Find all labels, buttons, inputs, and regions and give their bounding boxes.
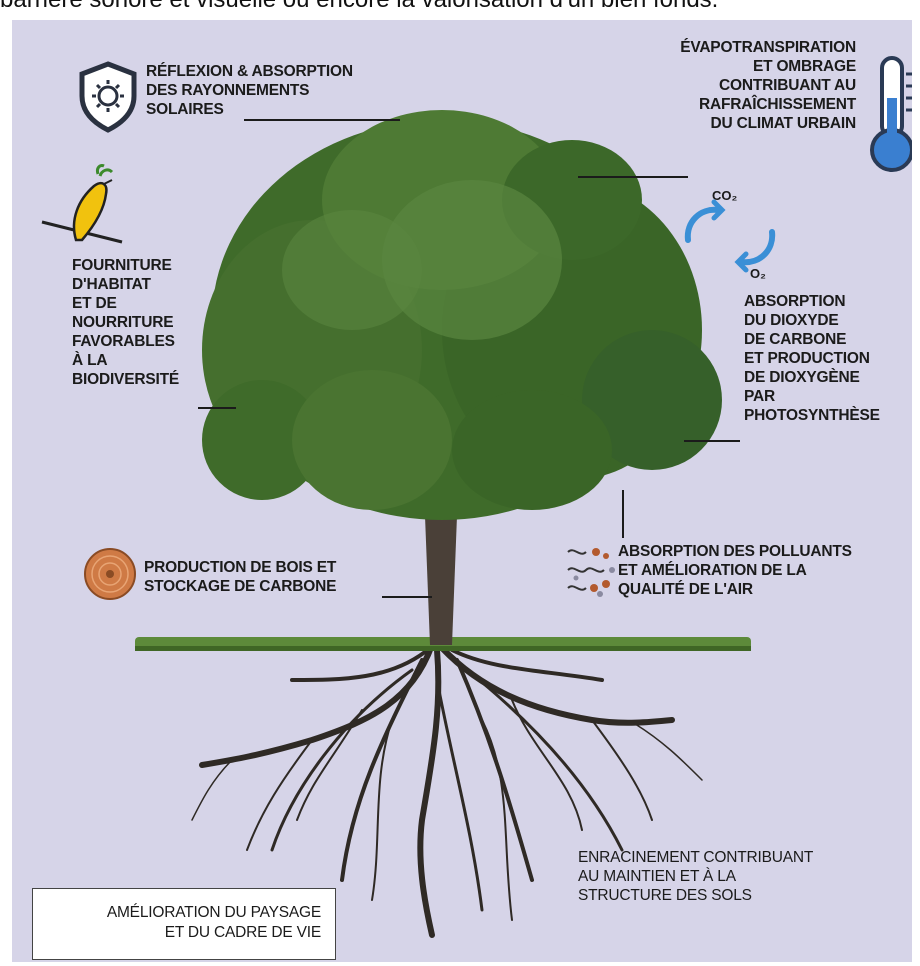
co2-label: CO₂ bbox=[712, 188, 738, 203]
trunk bbox=[424, 490, 458, 645]
leader-co2 bbox=[684, 440, 740, 442]
bird-icon bbox=[41, 164, 123, 244]
tree-illustration: CO₂ O₂ bbox=[41, 56, 912, 938]
leader-pollutants-v bbox=[622, 490, 624, 538]
co2-cycle-icon bbox=[684, 199, 776, 273]
leader-solar bbox=[244, 119, 400, 121]
canopy bbox=[202, 110, 722, 520]
leader-evapo bbox=[578, 176, 688, 178]
wood-log-icon bbox=[84, 548, 136, 600]
leader-wood bbox=[382, 596, 432, 598]
o2-label: O₂ bbox=[750, 266, 766, 281]
leader-habitat bbox=[198, 407, 236, 409]
pollutant-particles-icon bbox=[567, 548, 615, 597]
thermometer-icon bbox=[870, 56, 912, 172]
roots-illustration bbox=[191, 642, 703, 938]
shield-sun-icon bbox=[79, 61, 137, 133]
header-text: barrière sonore et visuelle ou encore la… bbox=[0, 0, 920, 14]
